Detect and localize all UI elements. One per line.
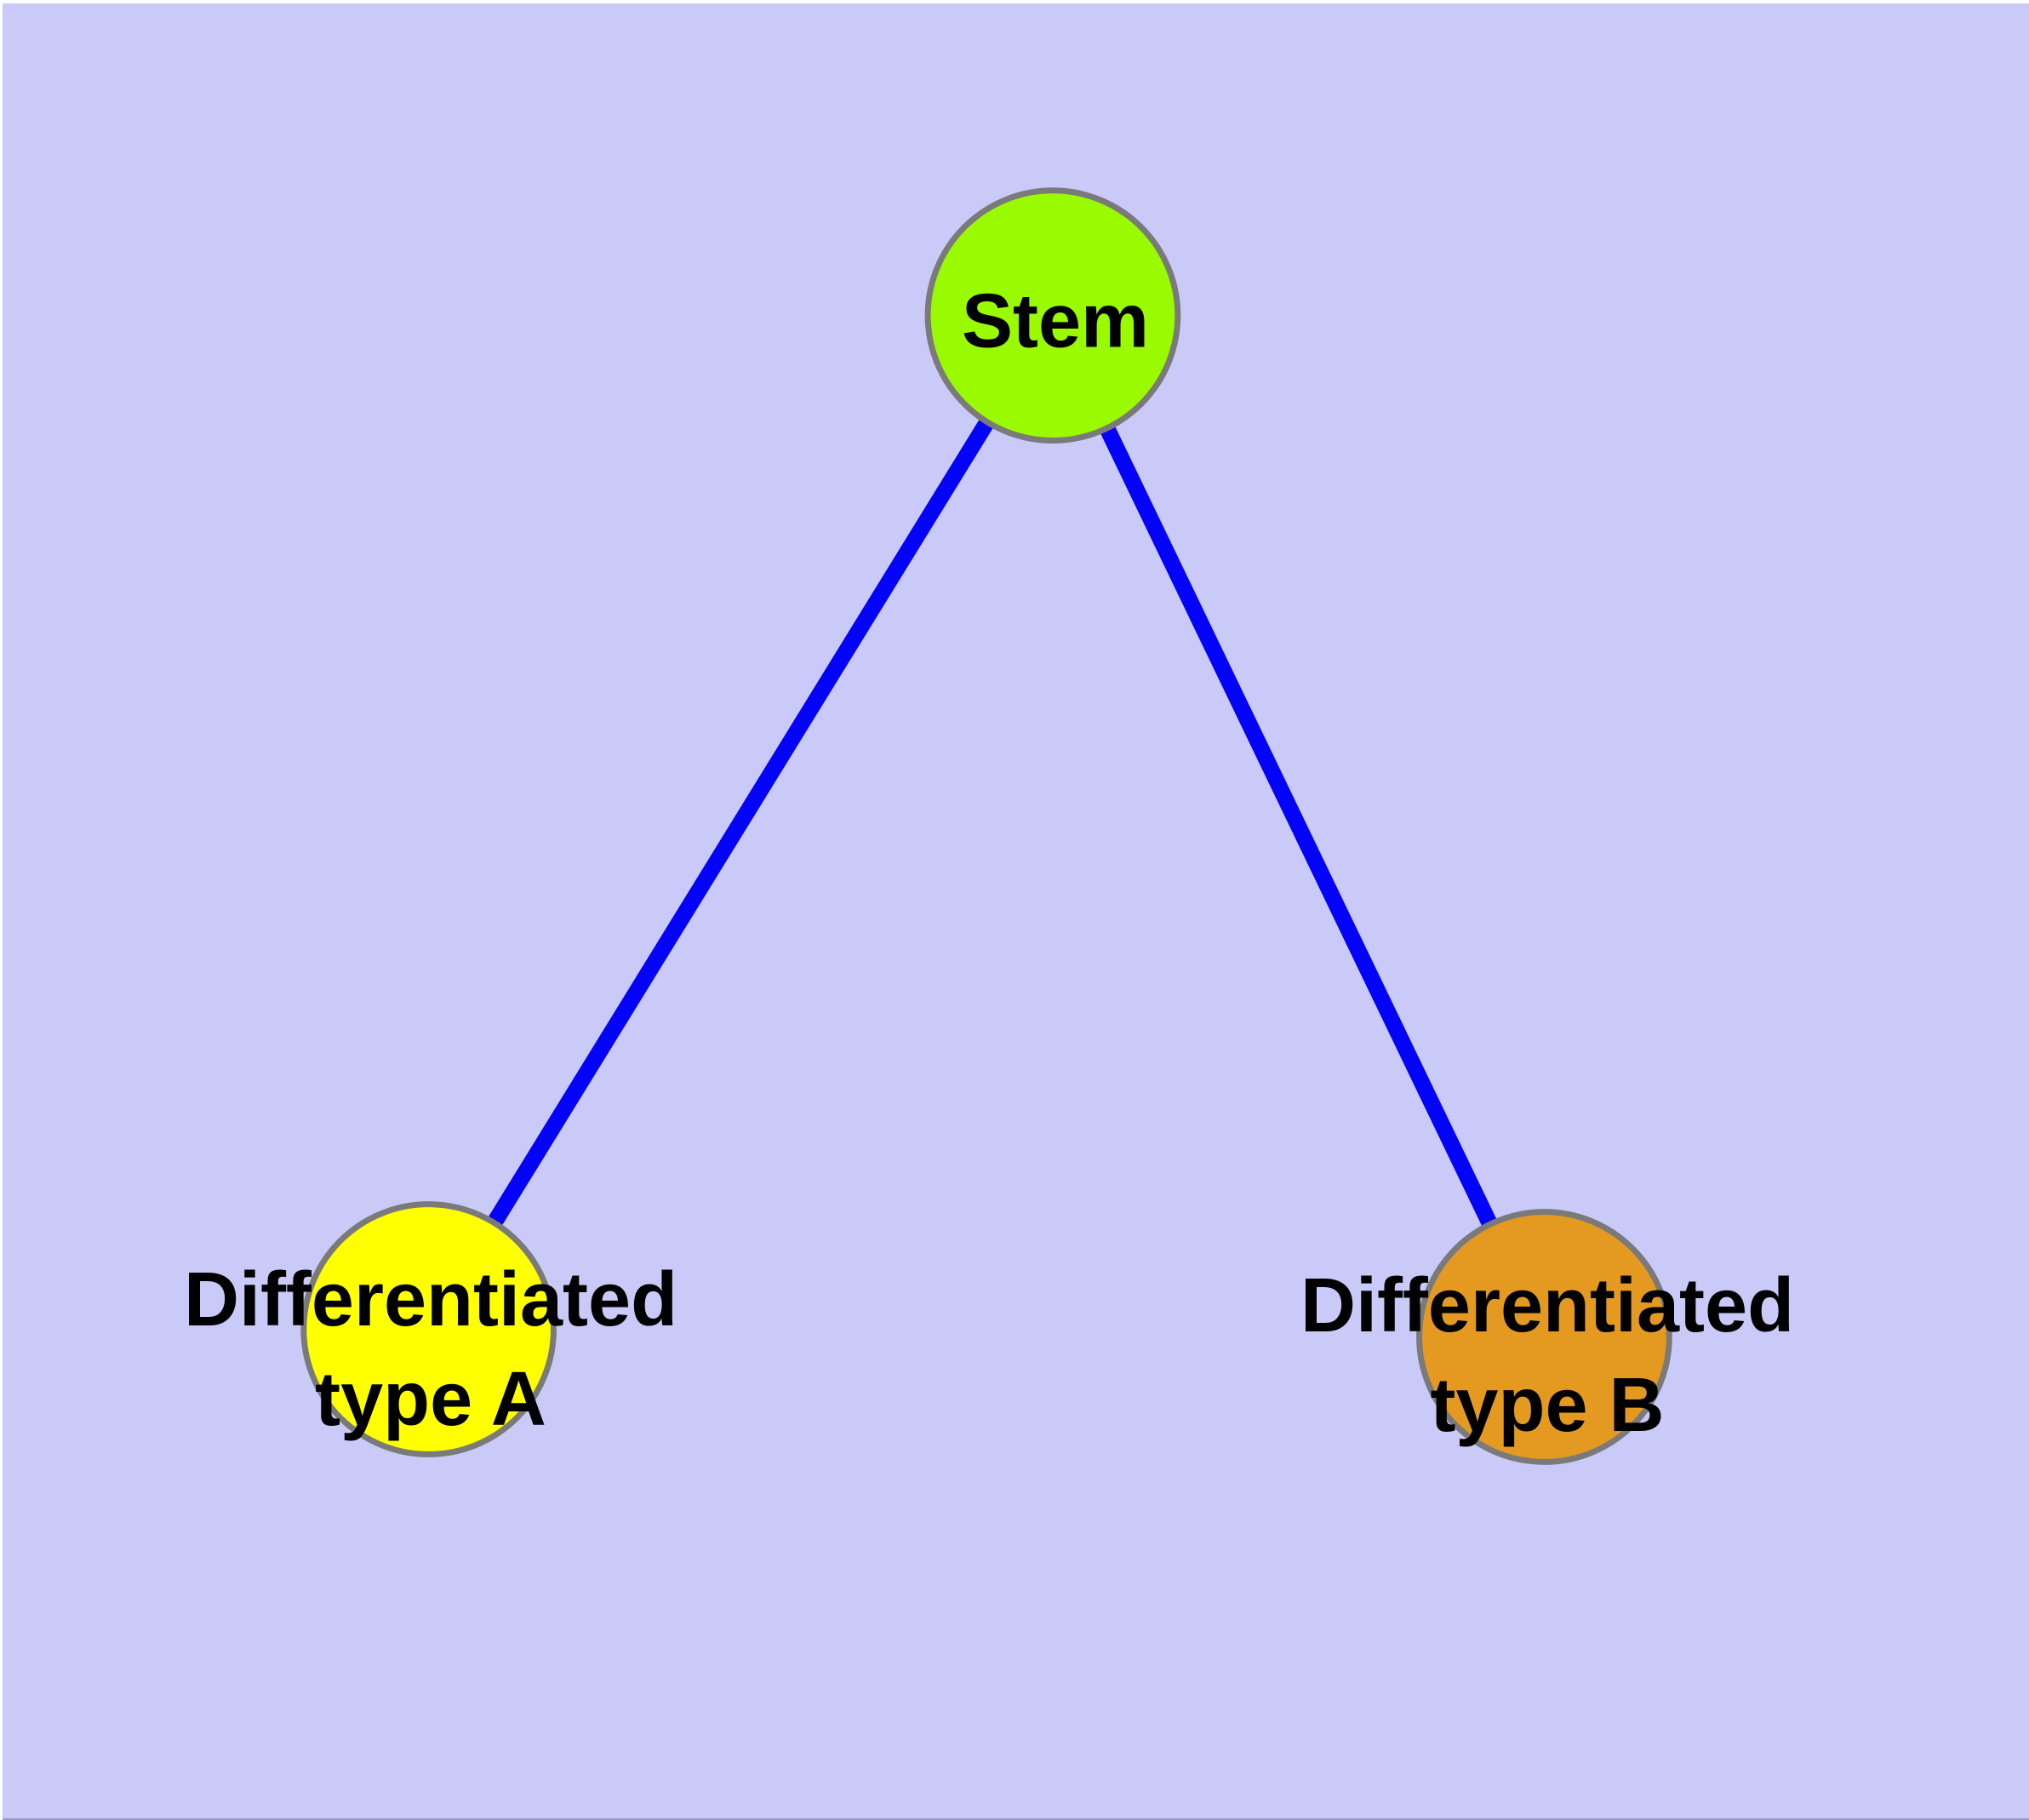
node-type-a[interactable] <box>300 1201 557 1457</box>
edge-stem-type-b[interactable] <box>1045 312 1552 1341</box>
graph-canvas: Stem Differentiated type A Differentiate… <box>3 3 2029 1820</box>
node-type-a-label: Differentiated type A <box>184 1251 677 1450</box>
graph-svg <box>300 187 1672 1465</box>
node-type-b-label: Differentiated type B <box>1300 1256 1794 1456</box>
node-stem[interactable] <box>924 187 1181 444</box>
node-type-a-label-line2: type A <box>315 1357 546 1442</box>
node-stem-label: Stem <box>961 278 1150 364</box>
node-type-b-label-line1: Differentiated <box>1300 1263 1795 1348</box>
node-type-a-label-line1: Differentiated <box>183 1257 678 1342</box>
edge-stem-type-a[interactable] <box>421 311 1060 1334</box>
node-type-b-label-line2: type B <box>1430 1363 1665 1448</box>
node-type-b[interactable] <box>1416 1209 1672 1465</box>
